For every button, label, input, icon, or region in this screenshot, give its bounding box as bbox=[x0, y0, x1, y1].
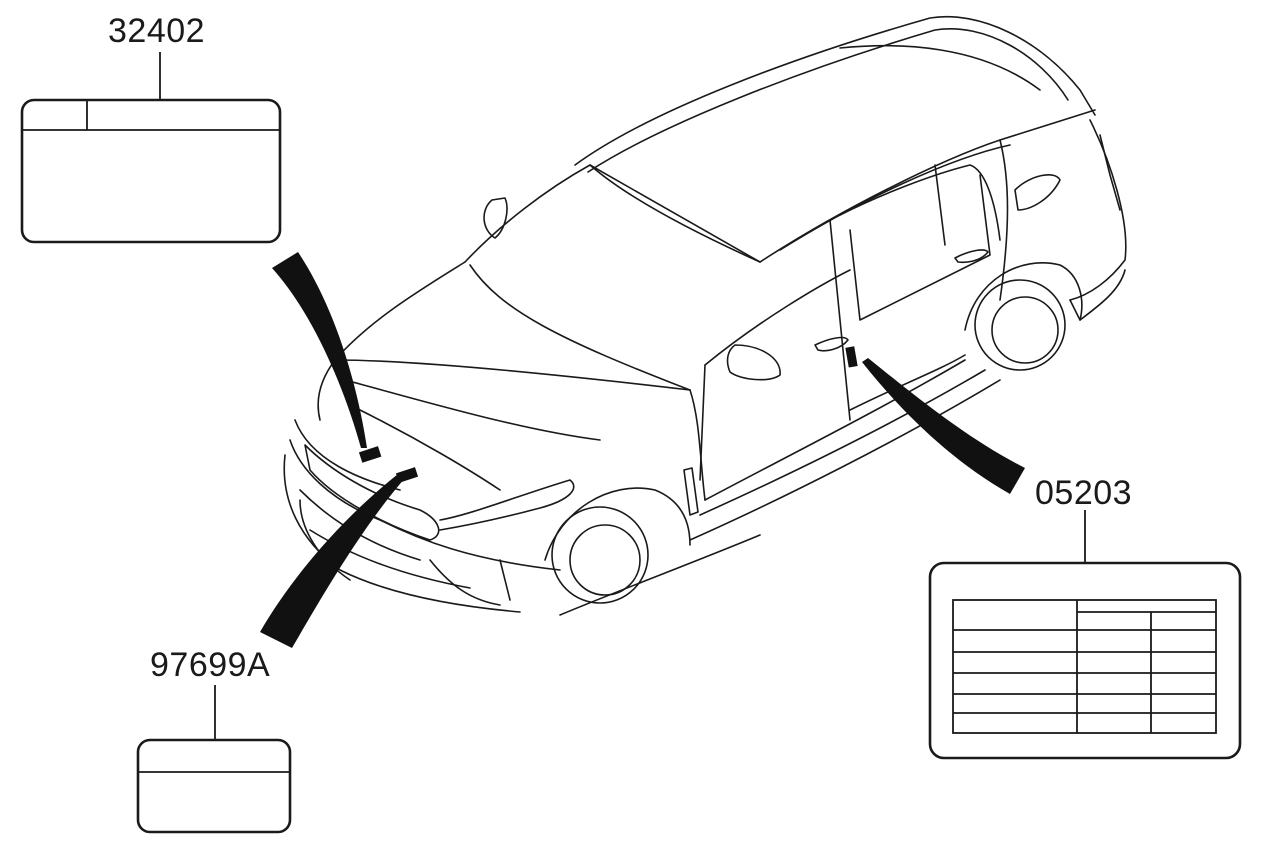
part-number-97699a: 97699A bbox=[150, 646, 271, 684]
label-marker-05203 bbox=[845, 346, 858, 368]
leader-32402 bbox=[272, 252, 367, 448]
part-number-05203: 05203 bbox=[1035, 474, 1133, 512]
leader-97699a bbox=[260, 474, 405, 648]
label-marker-32402 bbox=[358, 446, 382, 463]
label-05203 bbox=[928, 510, 1242, 760]
car-illustration bbox=[283, 16, 1127, 616]
leader-05203 bbox=[862, 358, 1025, 494]
label-97699a bbox=[136, 685, 292, 834]
part-number-32402: 32402 bbox=[108, 12, 206, 50]
label-32402 bbox=[20, 52, 282, 244]
